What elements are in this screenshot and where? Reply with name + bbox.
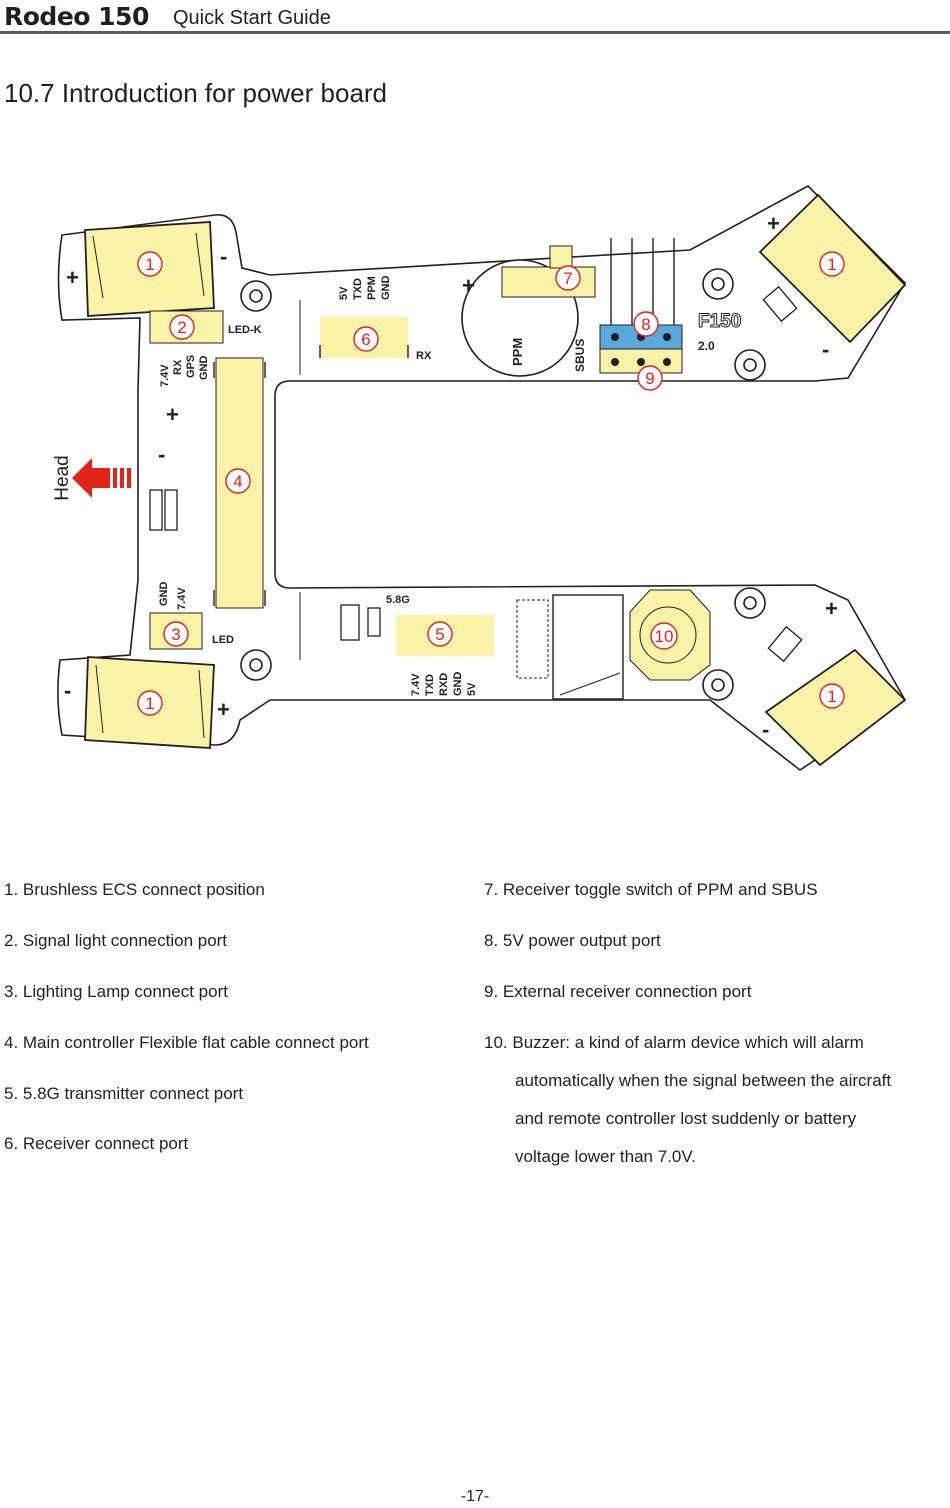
receiver-port-brackets bbox=[319, 345, 409, 358]
page-number: -17- bbox=[460, 1488, 490, 1505]
silk-plus: + bbox=[767, 211, 780, 236]
mounting-holes bbox=[240, 268, 766, 701]
brand-title: Rodeo 150 bbox=[4, 2, 149, 31]
board-version: 2.0 bbox=[698, 339, 715, 353]
callout-4: 4 bbox=[233, 472, 242, 491]
silk-minus: - bbox=[822, 337, 829, 362]
legend-item: 4. Main controller Flexible flat cable c… bbox=[4, 1033, 369, 1052]
guide-subtitle: Quick Start Guide bbox=[173, 7, 331, 29]
legend-item: 8. 5V power output port bbox=[484, 931, 661, 950]
silk-plus: + bbox=[462, 273, 475, 298]
legend-item: 7. Receiver toggle switch of PPM and SBU… bbox=[484, 880, 818, 899]
esc-pad-insets bbox=[92, 232, 205, 739]
silk-ppm: PPM bbox=[510, 338, 525, 366]
section-title: 10.7 Introduction for power board bbox=[4, 78, 388, 108]
silk-vtx-pin: TXD bbox=[424, 674, 436, 696]
capacitor-diagonal bbox=[559, 672, 621, 696]
legend-item: 6. Receiver connect port bbox=[4, 1134, 189, 1153]
silk-vtx-pin: 5V bbox=[466, 682, 478, 696]
callout-7: 7 bbox=[563, 269, 572, 288]
legend-right: 7. Receiver toggle switch of PPM and SBU… bbox=[484, 880, 946, 1200]
callout-3: 3 bbox=[171, 625, 180, 644]
toggle-switch-knob bbox=[549, 245, 573, 269]
silk-vtx-pin: GND bbox=[452, 672, 464, 697]
callout-6: 6 bbox=[361, 330, 370, 349]
dashed-component bbox=[516, 599, 549, 679]
silk-led-k: LED-K bbox=[228, 324, 262, 336]
head-arrow-stripes-icon bbox=[113, 468, 131, 488]
legend-item-continued: voltage lower than 7.0V. bbox=[515, 1147, 696, 1166]
header-rule bbox=[0, 31, 950, 34]
legend-item-continued: and remote controller lost suddenly or b… bbox=[515, 1109, 857, 1128]
legend-item: 10. Buzzer: a kind of alarm device which… bbox=[484, 1033, 864, 1052]
silk-minus: - bbox=[64, 678, 71, 703]
silk-rx: RX bbox=[416, 350, 432, 362]
silk-left-pin: RX bbox=[172, 359, 184, 375]
callout-1: 1 bbox=[145, 694, 154, 713]
silk-minus: - bbox=[158, 442, 165, 467]
silk-left-pin: GND bbox=[198, 356, 210, 381]
callout-9: 9 bbox=[645, 369, 654, 388]
legend-item: 9. External receiver connection port bbox=[484, 982, 752, 1001]
callout-8: 8 bbox=[641, 315, 650, 334]
flat-cable-brackets bbox=[213, 362, 266, 606]
silk-5-8g: 5.8G bbox=[386, 594, 410, 606]
silk-vtx-pin: RXD bbox=[438, 673, 450, 696]
silk-minus: - bbox=[220, 244, 227, 269]
head-arrow-icon bbox=[72, 458, 110, 498]
callout-5: 5 bbox=[435, 625, 444, 644]
receiver-wires bbox=[610, 238, 675, 327]
silk-receiver-pin: PPM bbox=[366, 276, 378, 300]
silk-plus: + bbox=[217, 697, 230, 722]
silk-receiver-pin: TXD bbox=[352, 278, 364, 300]
smd-components bbox=[149, 285, 803, 663]
callout-1: 1 bbox=[827, 255, 836, 274]
board-model: F150 bbox=[698, 311, 741, 332]
legend-item-continued: automatically when the signal between th… bbox=[515, 1071, 892, 1090]
silk-vtx-pin: 7.4V bbox=[410, 673, 422, 696]
silk-left-bottom-pin: 7.4V bbox=[176, 587, 188, 610]
header-pins bbox=[611, 333, 671, 366]
silk-plus: + bbox=[166, 402, 179, 427]
power-board-diagram: Head LED-K LED RX 5.8G PPM SBUS 7.4V RX … bbox=[52, 185, 907, 771]
legend-item: 1. Brushless ECS connect position bbox=[4, 880, 265, 899]
legend-item: 5. 5.8G transmitter connect port bbox=[4, 1084, 244, 1103]
silk-plus: + bbox=[66, 265, 79, 290]
toggle-switch bbox=[501, 266, 596, 298]
callout-1: 1 bbox=[827, 687, 836, 706]
silk-receiver-pin: GND bbox=[380, 276, 392, 301]
head-label: Head bbox=[52, 455, 73, 500]
legend-left: 1. Brushless ECS connect position 2. Sig… bbox=[4, 880, 474, 1180]
buzzer-ring bbox=[639, 606, 697, 664]
callout-2: 2 bbox=[177, 318, 186, 337]
silk-plus: + bbox=[825, 596, 838, 621]
silk-left-bottom-pin: GND bbox=[158, 582, 170, 607]
page-header: Rodeo 150 Quick Start Guide bbox=[0, 0, 950, 34]
silk-minus: - bbox=[762, 717, 769, 742]
silk-sbus: SBUS bbox=[573, 339, 587, 372]
legend-item: 3. Lighting Lamp connect port bbox=[4, 982, 228, 1001]
silk-left-pin: GPS bbox=[185, 355, 197, 378]
silk-led: LED bbox=[212, 634, 234, 646]
callout-1: 1 bbox=[145, 255, 154, 274]
silk-receiver-pin: 5V bbox=[338, 286, 350, 300]
callout-10: 10 bbox=[655, 627, 674, 646]
capacitor-block bbox=[552, 594, 624, 700]
legend-item: 2. Signal light connection port bbox=[4, 931, 228, 950]
silk-left-pin: 7.4V bbox=[159, 364, 171, 387]
